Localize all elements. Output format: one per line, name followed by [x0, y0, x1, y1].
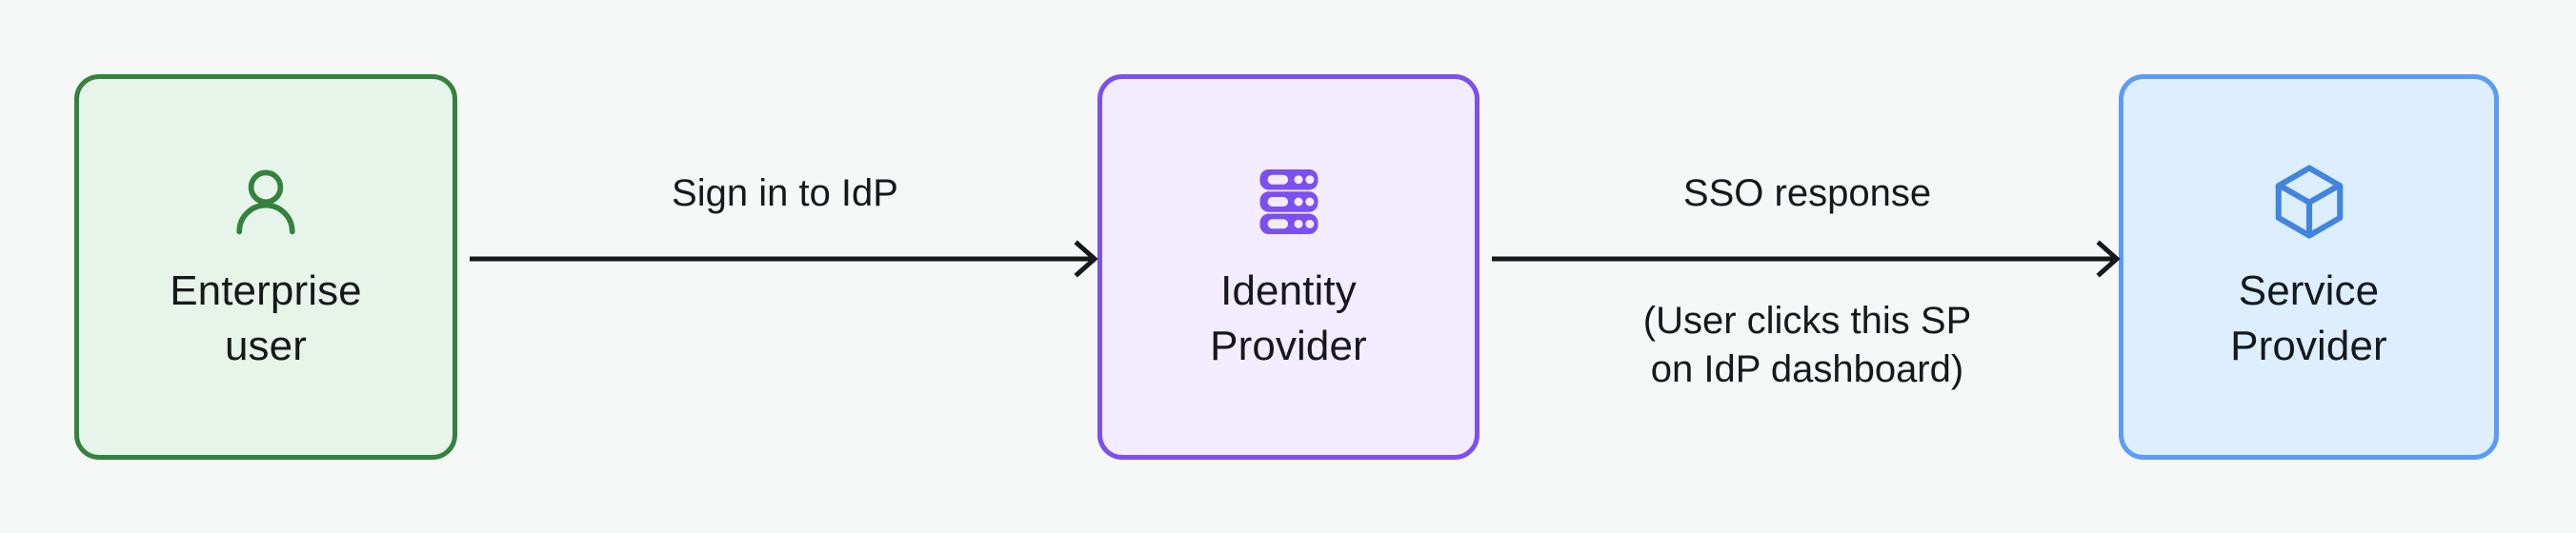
node-service-provider[interactable]: Service Provider	[2119, 74, 2499, 460]
node-label-enterprise-user: Enterprise user	[170, 267, 362, 369]
server-stack-icon	[1248, 161, 1330, 243]
node-enterprise-user[interactable]: Enterprise user	[74, 74, 457, 460]
edge-label-ssoresp-below: (User clicks this SP on IdP dashboard)	[1642, 300, 1972, 391]
edge-label-ssoresp-above: SSO response	[1682, 172, 1932, 214]
arrow-idp-to-sp	[1492, 240, 2121, 278]
user-icon	[225, 161, 307, 243]
cube-icon	[2268, 161, 2350, 243]
node-label-service-provider: Service Provider	[2230, 267, 2387, 369]
edge-label-signin-above: Sign in to IdP	[672, 172, 898, 214]
node-label-identity-provider: Identity Provider	[1210, 267, 1367, 369]
arrow-enterprise-to-idp	[470, 240, 1098, 278]
node-identity-provider[interactable]: Identity Provider	[1097, 74, 1479, 460]
